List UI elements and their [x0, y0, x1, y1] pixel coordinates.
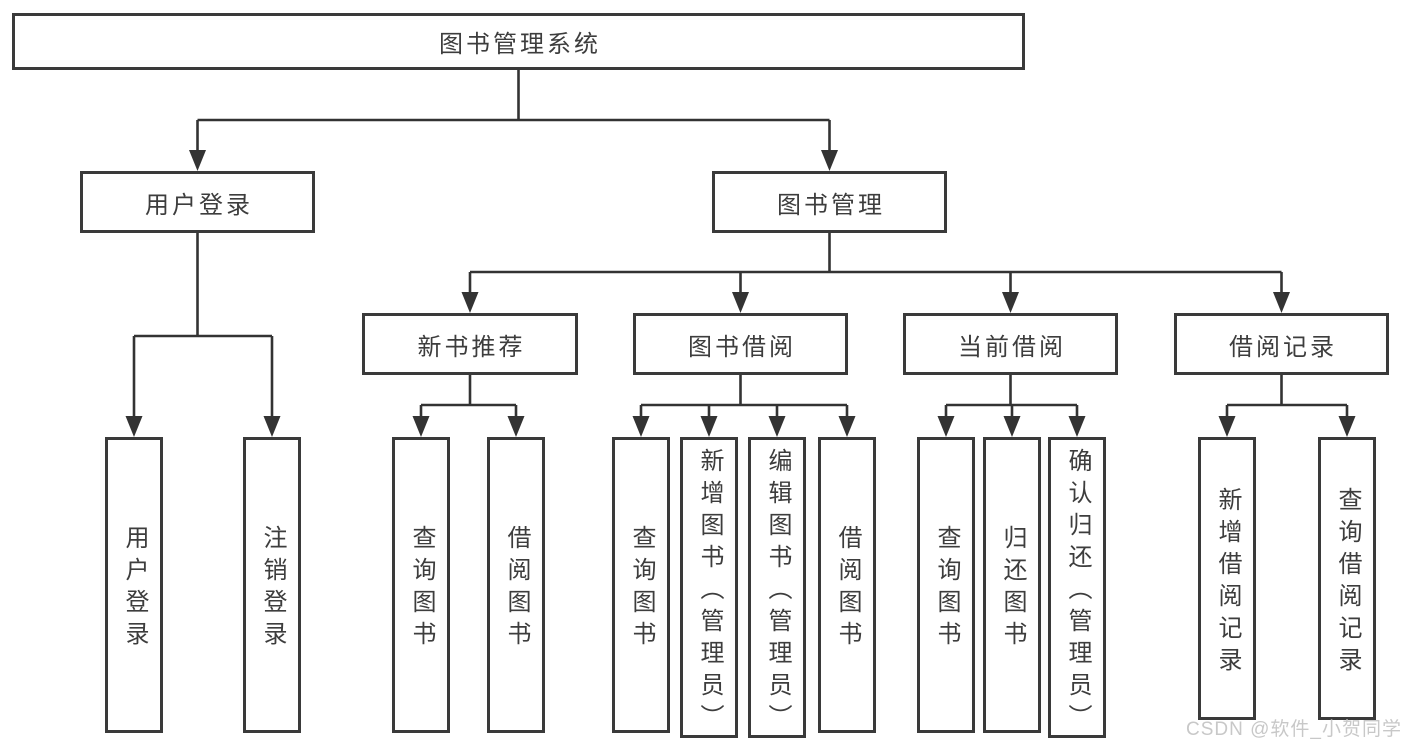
- arrowhead-icon: [732, 292, 749, 313]
- node-label: 注销登录: [259, 525, 286, 653]
- node-label: 新增图书（管理员）: [696, 448, 723, 736]
- node-label: 编辑图书（管理员）: [764, 448, 791, 736]
- node-new-book-rec: 新书推荐: [362, 313, 578, 375]
- node-label: 借阅图书: [503, 525, 530, 653]
- node-label: 归还图书: [999, 525, 1026, 653]
- arrowhead-icon: [937, 416, 955, 437]
- node-current-borrow: 当前借阅: [903, 313, 1118, 375]
- node-root: 图书管理系统: [12, 13, 1025, 70]
- arrowhead-icon: [263, 416, 281, 437]
- arrowhead-icon: [1068, 416, 1086, 437]
- arrowhead-icon: [412, 416, 430, 437]
- node-label: 用户登录: [121, 525, 148, 653]
- node-label: 当前借阅: [958, 333, 1066, 361]
- node-leaf-query-book-2: 查询图书: [612, 437, 670, 733]
- node-leaf-edit-book: 编辑图书（管理员）: [748, 437, 806, 738]
- node-user-login: 用户登录: [80, 171, 315, 233]
- node-leaf-add-borrow-record: 新增借阅记录: [1198, 437, 1256, 720]
- arrowhead-icon: [1338, 416, 1356, 437]
- watermark: CSDN @软件_小贺同学: [1186, 719, 1402, 740]
- arrowhead-icon: [1002, 292, 1019, 313]
- node-borrow-records: 借阅记录: [1174, 313, 1389, 375]
- node-leaf-return-book: 归还图书: [983, 437, 1041, 733]
- arrowhead-icon: [1218, 416, 1236, 437]
- arrowhead-icon: [838, 416, 856, 437]
- node-label: 确认归还（管理员）: [1064, 448, 1091, 736]
- arrowhead-icon: [507, 416, 525, 437]
- arrowhead-icon: [632, 416, 650, 437]
- node-leaf-user-login: 用户登录: [105, 437, 163, 733]
- node-label: 图书管理: [777, 191, 885, 219]
- node-book-borrow: 图书借阅: [633, 313, 848, 375]
- node-leaf-query-book-3: 查询图书: [917, 437, 975, 733]
- arrowhead-icon: [461, 292, 479, 313]
- node-label: 用户登录: [145, 191, 253, 219]
- node-label: 借阅记录: [1229, 333, 1337, 361]
- node-book-mgmt: 图书管理: [712, 171, 947, 233]
- node-label: 图书借阅: [688, 333, 796, 361]
- node-label: 图书管理系统: [439, 31, 601, 58]
- arrowhead-icon: [189, 150, 206, 171]
- node-leaf-borrow-book-1: 借阅图书: [487, 437, 545, 733]
- arrowhead-icon: [1273, 292, 1290, 313]
- node-label: 查询图书: [933, 525, 960, 653]
- node-label: 查询图书: [408, 525, 435, 653]
- arrowhead-icon: [821, 150, 838, 171]
- node-label: 借阅图书: [834, 525, 861, 653]
- arrowhead-icon: [1003, 416, 1021, 437]
- node-label: 新增借阅记录: [1214, 486, 1241, 679]
- node-leaf-borrow-book-2: 借阅图书: [818, 437, 876, 733]
- node-label: 查询借阅记录: [1334, 486, 1361, 679]
- node-leaf-query-borrow-record: 查询借阅记录: [1318, 437, 1376, 720]
- node-label: 新书推荐: [417, 333, 526, 361]
- arrowhead-icon: [768, 416, 786, 437]
- arrowhead-icon: [125, 416, 143, 437]
- arrowhead-icon: [700, 416, 718, 437]
- node-leaf-confirm-return: 确认归还（管理员）: [1048, 437, 1106, 738]
- node-leaf-query-book-1: 查询图书: [392, 437, 450, 733]
- node-leaf-add-book: 新增图书（管理员）: [680, 437, 738, 738]
- node-leaf-logout: 注销登录: [243, 437, 301, 733]
- node-label: 查询图书: [628, 525, 655, 653]
